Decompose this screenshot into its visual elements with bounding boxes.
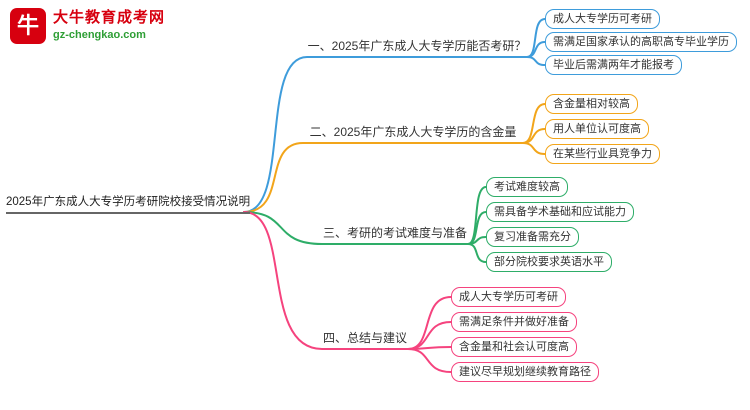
bull-logo-icon: 牛 (10, 8, 46, 44)
branch-3-leaf-4: 部分院校要求英语水平 (486, 252, 612, 272)
branch-1-leaf-2: 需满足国家承认的高职高专毕业学历 (545, 32, 737, 52)
branch-4-leaf-2: 需满足条件并做好准备 (451, 312, 577, 332)
bull-glyph: 牛 (16, 13, 39, 38)
site-logo[interactable]: 牛 大牛教育成考网 gz-chengkao.com (10, 8, 165, 44)
branch-3-leaf-3: 复习准备需充分 (486, 227, 579, 247)
branch-1-leaf-1: 成人大专学历可考研 (545, 9, 660, 29)
branch-3-label: 三、考研的考试难度与准备 (322, 225, 468, 245)
branch-2-leaf-2: 用人单位认可度高 (545, 119, 649, 139)
branch-4-label: 四、总结与建议 (322, 330, 408, 350)
branch-4-leaf-4: 建议尽早规划继续教育路径 (451, 362, 599, 382)
branch-4-leaf-1: 成人大专学历可考研 (451, 287, 566, 307)
branch-1-leaf-3: 毕业后需满两年才能报考 (545, 55, 682, 75)
logo-text: 大牛教育成考网 gz-chengkao.com (53, 8, 165, 42)
branch-2-leaf-3: 在某些行业具竞争力 (545, 144, 660, 164)
branch-2-label: 二、2025年广东成人大专学历的含金量 (303, 124, 523, 144)
branch-4-leaf-3: 含金量和社会认可度高 (451, 337, 577, 357)
logo-domain: gz-chengkao.com (53, 29, 146, 41)
branch-3-leaf-2: 需具备学术基础和应试能力 (486, 202, 634, 222)
branch-3-leaf-1: 考试难度较高 (486, 177, 568, 197)
branch-1-label: 一、2025年广东成人大专学历能否考研？ (307, 38, 527, 58)
logo-title: 大牛教育成考网 (53, 9, 166, 26)
root-node: 2025年广东成人大专学历考研院校接受情况说明 (6, 194, 251, 214)
branch-2-leaf-1: 含金量相对较高 (545, 94, 638, 114)
